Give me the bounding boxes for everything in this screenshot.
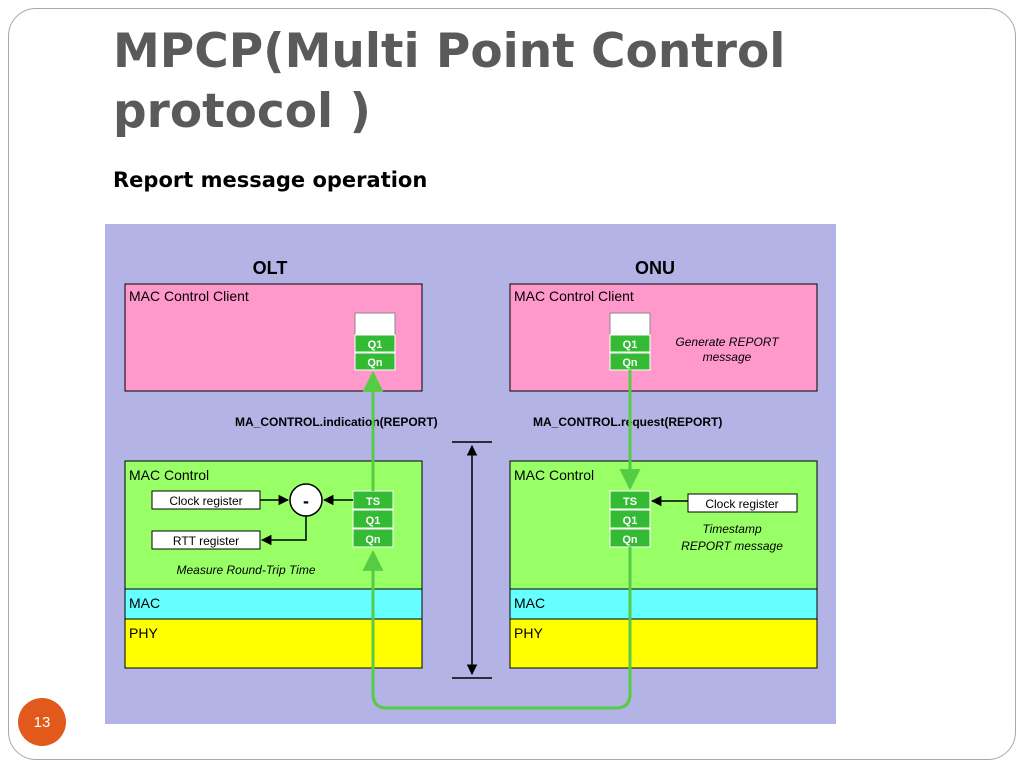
olt-mac-control-label: MAC Control — [129, 467, 209, 483]
olt-mac-label: MAC — [129, 595, 160, 611]
olt-phy-label: PHY — [129, 625, 158, 641]
onu-generate-note-line2: message — [703, 350, 752, 364]
olt-ctrl-q1-label: Q1 — [366, 515, 381, 527]
onu-ctrl-ts — [609, 490, 651, 510]
slide-subtitle: Report message operation — [113, 168, 428, 192]
olt-primitive-label: MA_CONTROL.indication(REPORT) — [235, 415, 438, 429]
page-number-badge: 13 — [18, 698, 66, 746]
olt-ctrl-qn — [352, 528, 394, 548]
onu-generate-note-line1: Generate REPORT — [675, 335, 780, 349]
onu-client-queue-top — [609, 312, 651, 336]
olt-client-queue-qn-label: Qn — [367, 357, 383, 369]
onu-mac-control-client-box — [509, 283, 818, 392]
slide-title-line1: MPCP(Multi Point Control — [113, 24, 786, 79]
slide-title-line2: protocol ) — [113, 84, 371, 139]
onu-to-olt-report-path — [362, 547, 632, 710]
olt-phy-box — [124, 618, 423, 669]
olt-client-queue-q1-label: Q1 — [368, 339, 383, 351]
onu-client-queue-q1 — [609, 334, 651, 353]
olt-mac-control-client-label: MAC Control Client — [129, 288, 249, 304]
olt-measure-note: Measure Round-Trip Time — [176, 563, 315, 577]
onu-clock-register-label: Clock register — [705, 497, 778, 511]
onu-timestamp-note-line1: Timestamp — [702, 522, 762, 536]
onu-phy-label: PHY — [514, 625, 543, 641]
onu-client-queue-qn-label: Qn — [622, 357, 638, 369]
olt-client-queue-qn — [354, 352, 396, 371]
onu-mac-control-client-label: MAC Control Client — [514, 288, 634, 304]
onu-mac-control-label: MAC Control — [514, 467, 594, 483]
olt-mac-box — [124, 588, 423, 620]
onu-primitive-label: MA_CONTROL.request(REPORT) — [533, 415, 722, 429]
onu-mac-label: MAC — [514, 595, 545, 611]
onu-ctrl-qn-label: Qn — [622, 534, 638, 546]
olt-ctrl-qn-label: Qn — [365, 534, 381, 546]
onu-ctrl-ts-label: TS — [623, 496, 637, 508]
olt-ctrl-q1 — [352, 509, 394, 529]
olt-clock-register-label: Clock register — [169, 494, 242, 508]
olt-ctrl-ts-label: TS — [366, 496, 380, 508]
onu-phy-box — [509, 618, 818, 669]
onu-mac-control-box — [509, 460, 818, 590]
slide-title: MPCP(Multi Point Control protocol ) — [113, 22, 913, 142]
onu-mac-box — [509, 588, 818, 620]
onu-timestamp-note-line2: REPORT message — [681, 539, 783, 553]
olt-rtt-register — [151, 530, 261, 550]
onu-heading: ONU — [635, 258, 675, 278]
olt-rtt-register-label: RTT register — [173, 534, 239, 548]
olt-heading: OLT — [253, 258, 288, 278]
olt-subtract-to-rtt-arrow — [260, 516, 307, 546]
olt-client-queue-top — [354, 312, 396, 336]
olt-subtract-symbol: - — [303, 491, 309, 511]
olt-client-queue-q1 — [354, 334, 396, 353]
mpcp-diagram: OLT ONU MAC Control Client Q1 Qn MAC Con… — [105, 224, 836, 724]
onu-ctrl-q1 — [609, 509, 651, 529]
onu-ctrl-q1-label: Q1 — [623, 515, 638, 527]
onu-client-queue-q1-label: Q1 — [623, 339, 638, 351]
onu-clock-register — [687, 493, 798, 513]
